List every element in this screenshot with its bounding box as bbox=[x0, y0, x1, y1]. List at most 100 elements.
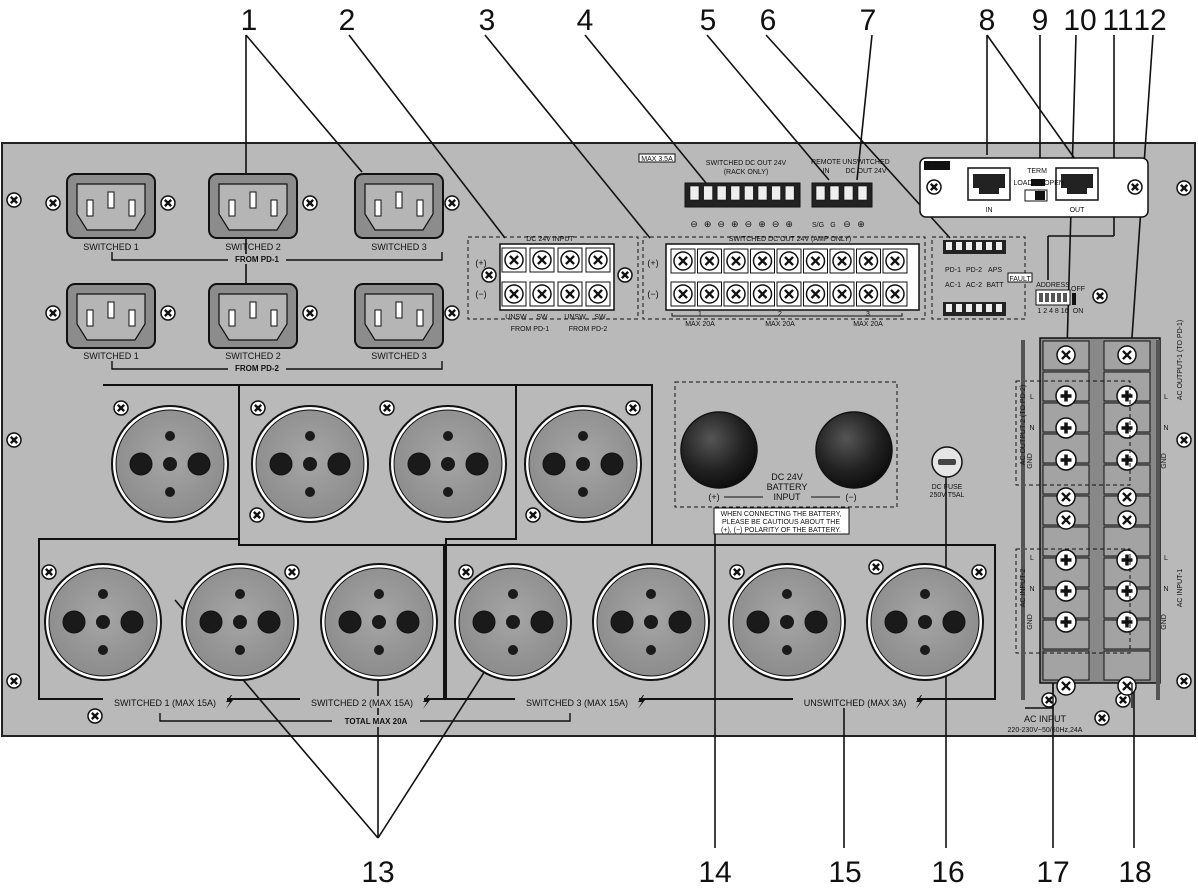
status-pin bbox=[946, 242, 952, 250]
rail-left bbox=[1021, 340, 1025, 700]
screw-slot bbox=[49, 309, 57, 317]
term-gnd: GND bbox=[1027, 614, 1034, 630]
status-top-label: PD-2 bbox=[966, 267, 982, 274]
screw-slot bbox=[565, 289, 575, 299]
status-pin bbox=[976, 304, 982, 312]
max35-box bbox=[638, 153, 676, 163]
leader-1a bbox=[245, 34, 363, 173]
battery-plus: (+) bbox=[708, 492, 719, 502]
battery-warn-1: WHEN CONNECTING THE BATTERY, bbox=[721, 511, 842, 518]
battery-line2: BATTERY bbox=[767, 482, 808, 492]
iec-screw bbox=[45, 305, 61, 321]
total-bg bbox=[332, 715, 420, 727]
term-n: N bbox=[1163, 586, 1168, 593]
terminal-block-screw bbox=[1117, 487, 1137, 507]
terminal-screw-cross bbox=[1121, 616, 1133, 628]
link-screw bbox=[1127, 179, 1143, 195]
rack-pin bbox=[689, 185, 700, 201]
iec-outlet-bottom-2 bbox=[208, 283, 298, 349]
screw-slot bbox=[306, 309, 314, 317]
rack-pin bbox=[771, 185, 781, 201]
screw-slot bbox=[975, 568, 983, 576]
iec-pin bbox=[416, 199, 424, 217]
schuko-bottom-5 bbox=[592, 563, 710, 681]
total-label: TOTAL MAX 20A bbox=[345, 717, 408, 726]
leader-7 bbox=[856, 34, 873, 181]
callout-number-12: 12 bbox=[1133, 4, 1166, 37]
screw-slot bbox=[45, 568, 53, 576]
status-pin bbox=[966, 304, 972, 312]
battery-warn-2: PLEASE BE CAUTIOUS ABOUT THE bbox=[722, 519, 840, 526]
schuko-bottom-4 bbox=[454, 563, 572, 681]
schuko-pin-hole bbox=[62, 610, 86, 634]
screw-slot bbox=[10, 436, 18, 444]
dip-on-switch bbox=[1072, 293, 1076, 305]
iec-pin bbox=[249, 301, 257, 319]
rack-out-connector bbox=[684, 182, 801, 208]
rj45-in-port bbox=[973, 174, 1005, 194]
schuko-bottom-6 bbox=[728, 563, 846, 681]
ac-input-bracket bbox=[1025, 683, 1054, 709]
screw-slot bbox=[890, 289, 900, 299]
dc-input-screw bbox=[504, 284, 524, 304]
from-pd1-label: FROM PD-1 bbox=[235, 255, 280, 264]
schuko-earth bbox=[646, 589, 656, 599]
terminal-screw-cross bbox=[1121, 554, 1133, 566]
screw-slot bbox=[448, 309, 456, 317]
group-label-bg bbox=[103, 696, 227, 708]
schuko-center bbox=[644, 615, 658, 629]
dc-input-screw bbox=[588, 250, 608, 270]
screw-slot bbox=[678, 256, 688, 266]
schuko-pin-hole bbox=[338, 610, 362, 634]
rack-pin-label: ⊕ bbox=[785, 219, 793, 229]
terminal-block-screw bbox=[1056, 510, 1076, 530]
terminal-screw-cross bbox=[1060, 585, 1072, 597]
open-label: OPEN bbox=[1044, 180, 1064, 187]
dc-in-minus: (−) bbox=[475, 289, 486, 299]
rack-pin-label: ⊕ bbox=[758, 219, 766, 229]
leader-3 bbox=[484, 34, 651, 239]
screw-slot bbox=[1180, 677, 1188, 685]
battery-minus: (−) bbox=[845, 492, 856, 502]
schuko-bottom-7 bbox=[866, 563, 984, 681]
dc-input-screw bbox=[560, 284, 580, 304]
fuse-slot bbox=[938, 459, 956, 465]
remote-title: REMOTE bbox=[811, 159, 841, 166]
terminal-row-right bbox=[1103, 650, 1151, 681]
socket-screw bbox=[729, 564, 745, 580]
dc-out-screw bbox=[832, 284, 852, 304]
socket-screw bbox=[113, 400, 129, 416]
screw-slot bbox=[837, 256, 847, 266]
screw-slot bbox=[1061, 515, 1071, 525]
screw-slot bbox=[1122, 492, 1132, 502]
iec-screw bbox=[45, 195, 61, 211]
screw-slot bbox=[537, 255, 547, 265]
dc-out-screw bbox=[805, 251, 826, 271]
iec-bottom-label-2: SWITCHED 2 bbox=[225, 351, 281, 361]
chassis-screw bbox=[1176, 432, 1192, 448]
iec-screw bbox=[444, 195, 460, 211]
terminal-screw-cross bbox=[1060, 554, 1072, 566]
ac-out2-label: AC OUTPUT-2 (TO PD-2) bbox=[1020, 385, 1027, 465]
dc-out-screw bbox=[752, 251, 773, 271]
schuko-earth bbox=[98, 645, 108, 655]
dc-out-max: MAX 20A bbox=[685, 321, 715, 328]
terminal-plus-right bbox=[1116, 449, 1138, 471]
iec-screw bbox=[160, 305, 176, 321]
term-n: N bbox=[1163, 425, 1168, 432]
group-label-4: UNSWITCHED (MAX 3A) bbox=[804, 698, 907, 708]
iec-pin bbox=[395, 191, 403, 209]
iec-pin bbox=[374, 199, 382, 217]
iec-pin bbox=[270, 309, 278, 327]
schuko-pin-hole bbox=[542, 452, 566, 476]
rack-out-title: SWITCHED DC OUT 24V bbox=[706, 160, 787, 167]
term-gnd: GND bbox=[1027, 453, 1034, 469]
dip-numbers: 1 2 4 8 16 bbox=[1037, 308, 1068, 315]
max-35a: MAX 3.5A bbox=[641, 156, 673, 163]
socket-screw bbox=[525, 507, 541, 523]
chassis-screw bbox=[1176, 180, 1192, 196]
schuko-earth bbox=[165, 487, 175, 497]
fault-label: FAULT bbox=[1009, 276, 1031, 283]
screw-slot bbox=[890, 256, 900, 266]
screw-slot bbox=[448, 199, 456, 207]
